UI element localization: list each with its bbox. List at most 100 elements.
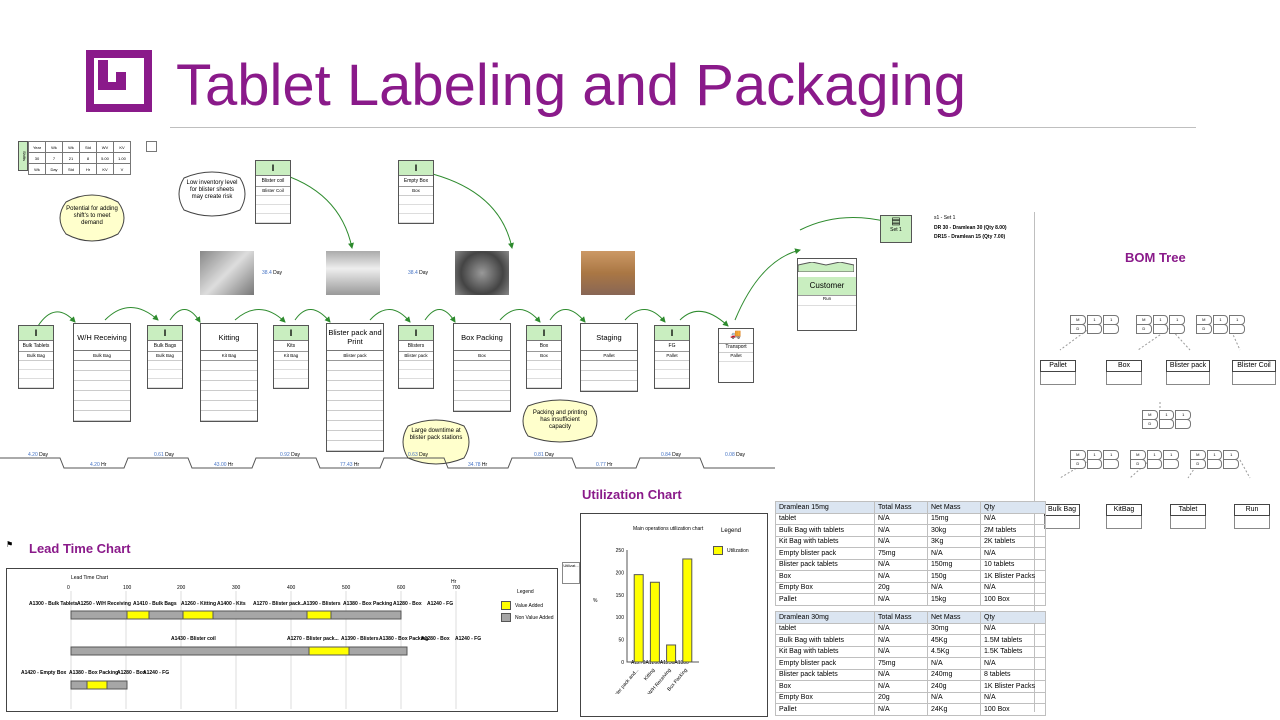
- bom-node-tablet[interactable]: Tablet: [1170, 504, 1206, 529]
- lt-row1-label-6: A1390 - Blisters: [303, 601, 341, 607]
- callout-1: Potential for adding shift's to meet dem…: [66, 206, 118, 226]
- bom-node-bulk-bag[interactable]: Bulk Bag: [1044, 504, 1080, 529]
- bom-cell: Empty Box: [775, 691, 875, 704]
- bom-node-blister-pack[interactable]: Blister pack: [1166, 360, 1210, 385]
- bom-node-run[interactable]: Run: [1234, 504, 1270, 529]
- bom-cell: N/A: [874, 622, 928, 635]
- lead-time-icon: ⚑: [6, 540, 14, 549]
- bom-node-blister-coil[interactable]: Blister Coil: [1232, 360, 1276, 385]
- bom-cell: 240g: [927, 680, 981, 693]
- bom-node-pallet[interactable]: Pallet: [1040, 360, 1076, 385]
- bom-cell: tablet: [775, 622, 875, 635]
- callout-shape-2: [178, 171, 246, 217]
- bom-cell: 4.5Kg: [927, 645, 981, 658]
- bom-cell: N/A: [874, 593, 928, 606]
- bom-cell: Blister pack tablets: [775, 558, 875, 571]
- utilization-side-label[interactable]: Utilizat...: [562, 562, 580, 584]
- bom-node-kitbag[interactable]: KitBag: [1106, 504, 1142, 529]
- bom-header-cell: Net Mass: [927, 611, 981, 624]
- callout-3: Large downtime at blister pack stations: [409, 428, 463, 441]
- process-photo-1: [200, 251, 254, 295]
- set-line-3: DR15 - Dramlean 15 (Qty 7.00): [934, 234, 1006, 240]
- bom-cell: N/A: [874, 558, 928, 571]
- util-bar-0: [633, 574, 644, 663]
- bom-cell: 240mg: [927, 668, 981, 681]
- bom-header-cell: Qty: [980, 501, 1046, 514]
- demand-note-icon[interactable]: [146, 141, 157, 152]
- lt-legend-title: Legend: [517, 589, 534, 595]
- util-bar-1: [649, 581, 660, 663]
- timeline-top-2: 0.61 Day: [154, 452, 175, 458]
- lt-row1-label-0: A1300 - Bulk Tablets: [29, 601, 78, 607]
- customer-box[interactable]: Customer Run: [797, 258, 857, 331]
- transport-box[interactable]: 🚚 Transport Pallet: [718, 328, 754, 383]
- timeline-top-1: 4.20 Day: [28, 452, 49, 458]
- bom-cell: 45Kg: [927, 634, 981, 647]
- bom-cell: 24Kg: [927, 703, 981, 716]
- utilization-title: Utilization Chart: [582, 487, 682, 502]
- util-ytick-3: 150: [616, 593, 625, 599]
- callout-shape-1: [59, 194, 125, 242]
- lt-row1-label-3: A1260 - Kitting: [181, 601, 217, 607]
- callout-shape-4: [522, 399, 598, 443]
- util-bar-3: [682, 558, 693, 663]
- bom-cell: 10 tablets: [980, 558, 1046, 571]
- bom-cell: Blister pack tablets: [775, 668, 875, 681]
- timeline-bottom-5: 0.77 Hr: [596, 462, 613, 468]
- bom-cell: 30mg: [927, 622, 981, 635]
- bom-header-cell: Qty: [980, 611, 1046, 624]
- bom-cell: 3Kg: [927, 535, 981, 548]
- bom-node-box[interactable]: Box: [1106, 360, 1142, 385]
- util-ytick-5: 250: [616, 548, 625, 554]
- util-chart-title: Main operations utilization chart: [633, 526, 704, 532]
- util-legend-title: Legend: [721, 528, 742, 534]
- bom-cell: 100 Box: [980, 703, 1046, 716]
- bom-cell: N/A: [874, 634, 928, 647]
- lead-time-axis-unit: Hr: [451, 579, 457, 585]
- bom-cell: Bulk Bag with tablets: [775, 634, 875, 647]
- lead-time-inner-title: Lead Time Chart: [71, 575, 108, 581]
- timeline-top-5: 0.81 Day: [534, 452, 555, 458]
- timeline-top-3: 0.92 Day: [280, 452, 301, 458]
- util-category-0: Blister pack and...: [610, 667, 640, 694]
- demand-side-label: Shifts: [18, 141, 28, 171]
- bom-cell: Bulk Bag with tablets: [775, 524, 875, 537]
- process-photo-3: [455, 251, 509, 295]
- lt-row1-label-8: A1280 - Box: [393, 601, 422, 607]
- bom-cell: Empty blister pack: [775, 547, 875, 560]
- lt-row3-label-1: A1380 - Box Packing: [69, 670, 119, 676]
- bom-cell: N/A: [980, 547, 1046, 560]
- timeline-bottom-1: 4.20 Hr: [90, 462, 107, 468]
- timeline-ladder: [0, 457, 775, 469]
- lt-tick-6: 600: [397, 585, 406, 591]
- set-box[interactable]: ▤ Set 1: [880, 215, 912, 243]
- company-logo: [86, 50, 152, 112]
- lt-tick-0: 0: [67, 585, 70, 591]
- bom-cell: N/A: [980, 622, 1046, 635]
- bom-cell: N/A: [874, 680, 928, 693]
- lt-legend-va: Value Added: [501, 601, 543, 610]
- bom-cell: 150mg: [927, 558, 981, 571]
- util-ytick-2: 100: [616, 615, 625, 621]
